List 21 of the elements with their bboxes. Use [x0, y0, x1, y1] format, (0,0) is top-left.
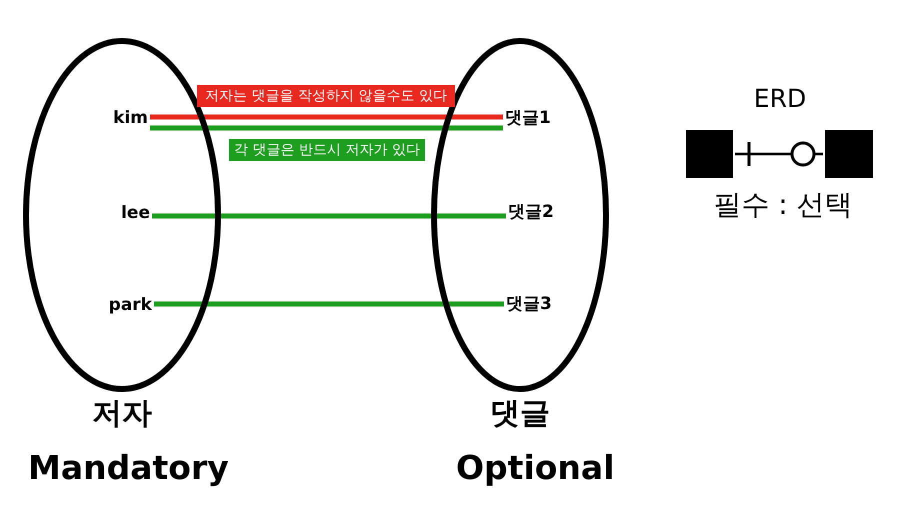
connector-line: [154, 302, 504, 306]
entity-label: kim: [95, 106, 148, 130]
set-title: 댓글: [489, 395, 551, 433]
relationship-line: [735, 140, 823, 168]
entity-label: 댓글3: [506, 292, 561, 316]
set-caption: Optional: [456, 448, 615, 487]
connector-line: [150, 114, 503, 120]
entity-block: [825, 130, 873, 178]
set-title: 저자: [91, 395, 153, 433]
entity-label: lee: [95, 201, 150, 225]
notation-label: 필수 : 선택: [712, 187, 854, 223]
entity-label: 댓글2: [508, 200, 563, 224]
set-caption: Mandatory: [28, 448, 229, 487]
diagram-heading: ERD: [752, 84, 808, 113]
entity-block: [686, 130, 733, 178]
edge-label: 저자는 댓글을 작성하지 않을수도 있다: [197, 85, 455, 107]
edge-label: 각 댓글은 반드시 저자가 있다: [229, 139, 425, 161]
connector-line: [152, 214, 506, 218]
entity-label: park: [90, 293, 152, 317]
connector-line: [150, 126, 503, 130]
entity-label: 댓글1: [505, 106, 560, 130]
